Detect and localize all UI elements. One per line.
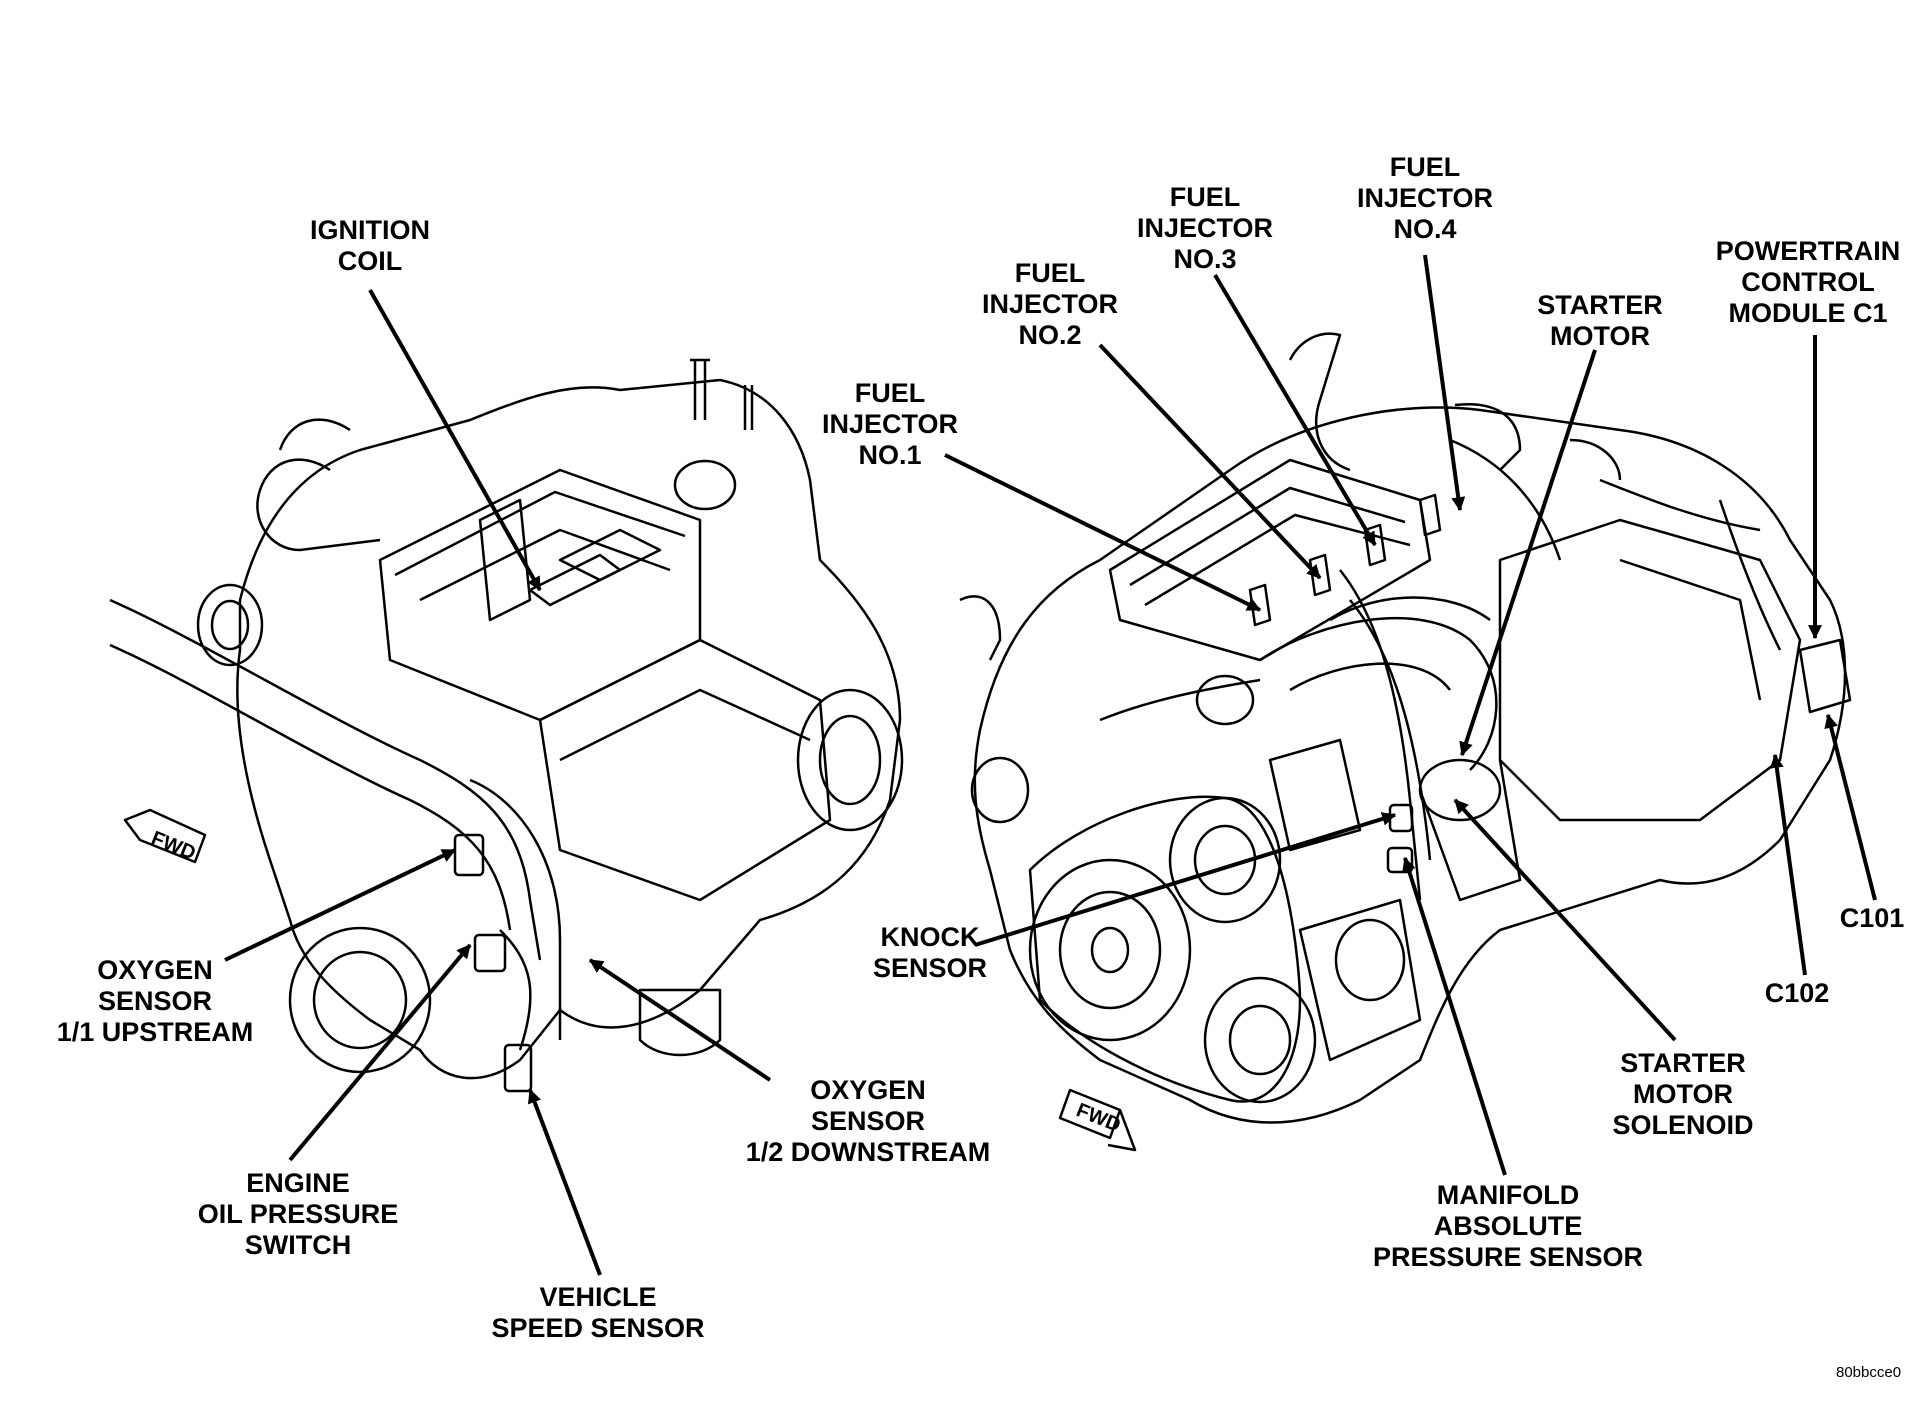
label-line: ABSOLUTE xyxy=(1433,1211,1583,1241)
leader-knock-sensor xyxy=(974,812,1397,947)
leader-fuel-injector-2 xyxy=(1098,343,1322,580)
label-line: CONTROL xyxy=(1741,267,1875,297)
leader-starter-motor xyxy=(1459,349,1597,757)
label-line: SENSOR xyxy=(97,986,213,1016)
label-line: STARTER xyxy=(1537,290,1663,320)
label-line: INJECTOR xyxy=(821,409,959,439)
label-line: PRESSURE SENSOR xyxy=(1372,1242,1644,1272)
label-line: OXYGEN xyxy=(810,1075,926,1105)
label-line: ENGINE xyxy=(246,1168,350,1198)
label-c102: C102 xyxy=(1765,978,1830,1009)
leader-vehicle-speed-sensor xyxy=(527,1088,602,1276)
label-line: KNOCK xyxy=(880,922,980,952)
label-line: IGNITION xyxy=(310,215,430,245)
label-line: OXYGEN xyxy=(97,955,213,985)
label-line: COIL xyxy=(337,246,403,276)
leader-c101 xyxy=(1824,713,1877,901)
label-line: FUEL xyxy=(1169,182,1241,212)
label-line: STARTER xyxy=(1620,1048,1746,1078)
right-engine-drawing xyxy=(959,332,1852,1152)
label-line: SOLENOID xyxy=(1612,1110,1754,1140)
label-line: SPEED SENSOR xyxy=(491,1313,705,1343)
fwd-marker-right: FWD xyxy=(1073,1099,1123,1136)
label-line: MANIFOLD xyxy=(1436,1180,1580,1210)
leader-starter-solenoid xyxy=(1453,798,1677,1042)
label-line: NO.1 xyxy=(858,440,922,470)
leader-oxygen-sensor-downstream xyxy=(588,958,772,1082)
label-line: VEHICLE xyxy=(539,1282,657,1312)
label-line: POWERTRAIN xyxy=(1715,236,1901,266)
label-line: FUEL xyxy=(1389,152,1461,182)
label-c101: C101 xyxy=(1840,903,1905,934)
leader-oil-pressure-switch xyxy=(288,943,472,1162)
leader-ignition-coil xyxy=(368,289,542,592)
leader-map-sensor xyxy=(1402,856,1507,1176)
label-line: C102 xyxy=(1764,978,1830,1008)
label-line: NO.2 xyxy=(1018,320,1082,350)
leader-oxygen-sensor-upstream xyxy=(224,848,457,962)
label-line: MOTOR xyxy=(1550,321,1650,351)
left-engine-drawing xyxy=(109,358,904,1093)
leader-c102 xyxy=(1769,753,1807,976)
label-line: 1/1 UPSTREAM xyxy=(56,1017,254,1047)
label-line: OIL PRESSURE xyxy=(197,1199,399,1229)
label-line: SWITCH xyxy=(244,1230,352,1260)
label-line: NO.4 xyxy=(1393,214,1457,244)
leader-lines xyxy=(224,254,1877,1276)
label-line: SENSOR xyxy=(872,953,988,983)
label-line: INJECTOR xyxy=(981,289,1119,319)
leader-fuel-injector-3 xyxy=(1213,273,1377,547)
leader-fuel-injector-4 xyxy=(1423,254,1466,512)
label-line: NO.3 xyxy=(1173,244,1237,274)
label-line: 1/2 DOWNSTREAM xyxy=(745,1137,991,1167)
figure-code: 80bbcce0 xyxy=(1836,1364,1902,1381)
label-line: INJECTOR xyxy=(1136,213,1274,243)
fwd-marker-left: FWD xyxy=(148,827,198,864)
label-line: MODULE C1 xyxy=(1728,298,1888,328)
leader-fuel-injector-1 xyxy=(944,453,1262,612)
label-line: INJECTOR xyxy=(1356,183,1494,213)
label-line: FUEL xyxy=(1014,258,1086,288)
label-line: C101 xyxy=(1839,903,1905,933)
label-line: SENSOR xyxy=(810,1106,926,1136)
label-line: MOTOR xyxy=(1632,1079,1733,1109)
label-line: FUEL xyxy=(854,378,926,408)
